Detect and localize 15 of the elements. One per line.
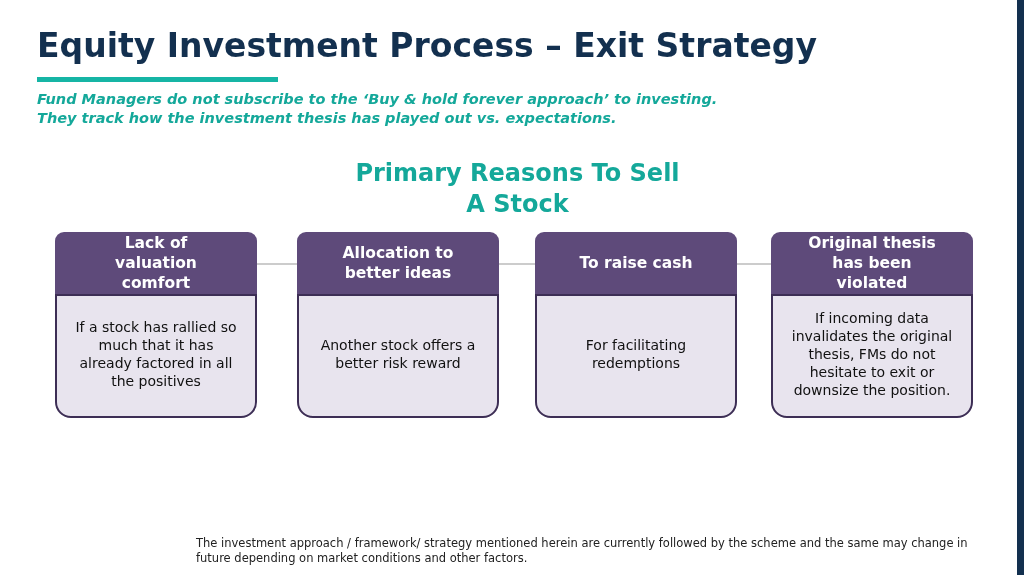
subtitle: Fund Managers do not subscribe to the ‘Buy & hold forever approach’ to investing. They track how the investment thesis has played out vs. expectations.	[37, 90, 719, 128]
connector-line	[736, 263, 772, 265]
connector-line	[498, 263, 536, 265]
connector-line	[256, 263, 298, 265]
card-text: Another stock offers a better risk reward	[297, 294, 499, 418]
card-text: If a stock has rallied so much that it has already factored in all the positives	[55, 294, 257, 418]
card-text: If incoming data invalidates the original thesis, FMs do not hesitate to exit or downsize the position.	[771, 294, 973, 418]
card-text: For facilitating redemptions	[535, 294, 737, 418]
disclaimer-note: The investment approach / framework/ strategy mentioned herein are currently followed by the scheme and the same may change in future depending on market conditions and other factors.	[196, 536, 969, 566]
section-heading: Primary Reasons To Sell A Stock	[354, 158, 681, 220]
card-heading: Allocation to better ideas	[297, 232, 499, 294]
card-heading: Lack of valuation comfort	[55, 232, 257, 294]
title: Equity Investment Process – Exit Strategy	[37, 26, 817, 65]
card-heading: Original thesis has been violated	[771, 232, 973, 294]
card-heading: To raise cash	[535, 232, 737, 294]
